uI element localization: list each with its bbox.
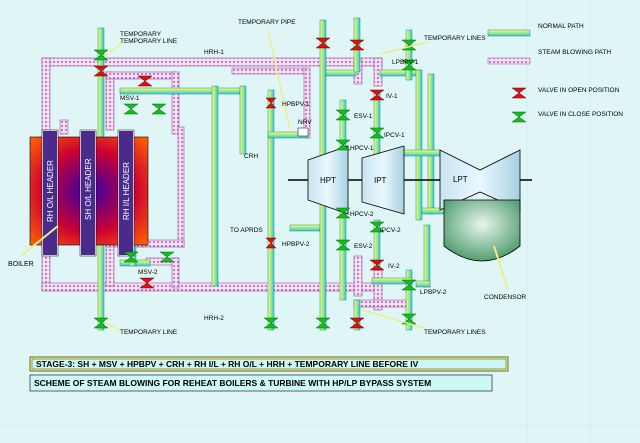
- ipcv1-label: IPCV-1: [384, 132, 405, 139]
- msv1-valve[interactable]: [137, 75, 153, 87]
- msv1c-valve[interactable]: [151, 103, 167, 115]
- ipt-label: IPT: [374, 176, 387, 185]
- legend-valve-close-icon: [511, 111, 527, 123]
- temp-pipe-label: TEMPORARY PIPE: [238, 19, 296, 26]
- temp-line-bl-label: TEMPORARY LINE: [120, 329, 178, 336]
- hpt-label: HPT: [320, 176, 336, 185]
- temp-valve-tl1[interactable]: [93, 49, 109, 61]
- boiler-label: BOILER: [8, 261, 34, 268]
- scheme-text: SCHEME OF STEAM BLOWING FOR REHEAT BOILE…: [34, 378, 431, 388]
- ipcv2-label: IPCV-2: [380, 227, 401, 234]
- hpcv2-label: HPCV-2: [350, 211, 374, 218]
- condensor-vessel: [443, 199, 521, 262]
- msv1b-valve[interactable]: [123, 103, 139, 115]
- temp-valve-top2[interactable]: [349, 39, 365, 51]
- pointer-lines: [103, 29, 429, 333]
- iv1-valve[interactable]: [369, 89, 385, 101]
- lpbpv1-label: LPBPV-1: [392, 59, 419, 66]
- temp-valve-b4[interactable]: [401, 313, 417, 325]
- hpcv2-valve[interactable]: [335, 207, 351, 219]
- temp-valve-b2[interactable]: [315, 317, 331, 329]
- temp-valve-b3[interactable]: [349, 317, 365, 329]
- legend-valve-open-label: VALVE IN OPEN POSITION: [538, 87, 620, 94]
- temp-line-tl: TEMPORARY LINE: [120, 38, 178, 45]
- scheme-banner: [29, 374, 493, 392]
- msv2-valve[interactable]: [139, 277, 155, 289]
- msv2-label: MSV-2: [138, 269, 158, 276]
- iv1-label: IV-1: [386, 93, 398, 100]
- to-aprds-label: TO APRDS: [230, 227, 263, 234]
- hpcv1-valve[interactable]: [335, 139, 351, 151]
- temp-valve-tl2[interactable]: [93, 65, 109, 77]
- nrv-valve[interactable]: [297, 127, 309, 137]
- legend-blowing-label: STEAM BLOWING PATH: [538, 49, 611, 56]
- iv2-valve[interactable]: [369, 259, 385, 271]
- temp-lines-br-label: TEMPORARY LINES: [424, 329, 486, 336]
- crh-label: CRH: [244, 153, 258, 160]
- sh-ol-header-label: SH O/L HEADER: [84, 158, 93, 220]
- legend-blowing-swatch: [487, 57, 531, 65]
- ipt-turbine: [361, 145, 405, 215]
- rh-ol-header-label: RH O/L HEADER: [46, 160, 55, 222]
- lpbpv2-valve[interactable]: [401, 279, 417, 291]
- sh-ol-fill: [81, 131, 95, 255]
- diagram-labels: TEMPORARY TEMPORARY LINE TEMPORARY PIPE …: [120, 19, 486, 336]
- esv2-label: ESV-2: [354, 243, 373, 250]
- esv2-valve[interactable]: [335, 239, 351, 251]
- temp-valve-b1[interactable]: [263, 317, 279, 329]
- ipcv2-valve[interactable]: [369, 221, 385, 233]
- hpbpv1-valve[interactable]: [265, 97, 277, 109]
- legend-normal-swatch: [487, 29, 531, 37]
- rh-il-header-label: RH I/L HEADER: [122, 162, 131, 220]
- msv2c-valve[interactable]: [159, 251, 175, 263]
- temp-line-tl-1: TEMPORARY: [120, 31, 162, 38]
- condensor-pointer: [493, 245, 509, 291]
- lpbpv2-label: LPBPV-2: [420, 289, 447, 296]
- legend: NORMAL PATH STEAM BLOWING PATH VALVE IN …: [487, 23, 623, 123]
- msv1-label: MSV-1: [120, 95, 140, 102]
- hpbpv2-valve[interactable]: [265, 237, 277, 249]
- boiler-pointer: [21, 225, 59, 256]
- nrv-label: NRV: [298, 119, 312, 126]
- lpbpv1-valve[interactable]: [401, 59, 417, 71]
- valves: [93, 37, 417, 329]
- msv2b-valve[interactable]: [123, 251, 139, 263]
- esv1-label: ESV-1: [354, 113, 373, 120]
- ipcv1-valve[interactable]: [369, 127, 385, 139]
- legend-normal-label: NORMAL PATH: [538, 23, 584, 30]
- rh-il-fill: [119, 131, 133, 255]
- temp-valve-top1[interactable]: [315, 37, 331, 49]
- temp-valve-bl[interactable]: [93, 317, 109, 329]
- condensor-label: CONDENSOR: [484, 294, 527, 301]
- hpcv1-label: HPCV-1: [350, 145, 374, 152]
- hpbpv2-label: HPBPV-2: [282, 241, 310, 248]
- iv2-label: IV-2: [388, 263, 400, 270]
- hrh1-label: HRH-1: [204, 49, 224, 56]
- lpt-label: LPT: [453, 175, 468, 184]
- hpbpv1-label: HPBPV-1: [282, 101, 310, 108]
- rh-ol-fill: [43, 131, 57, 255]
- stage-text: STAGE-3: SH + MSV + HPBPV + CRH + RH I/L…: [36, 359, 419, 369]
- hpt-turbine: [307, 145, 349, 215]
- legend-valve-close-label: VALVE IN CLOSE POSITION: [538, 111, 623, 118]
- stage-banner-inner: [31, 358, 507, 370]
- temp-lines-tr-label: TEMPORARY LINES: [424, 35, 486, 42]
- esv1-valve[interactable]: [335, 109, 351, 121]
- legend-valve-open-icon: [511, 87, 527, 99]
- hrh2-label: HRH-2: [204, 315, 224, 322]
